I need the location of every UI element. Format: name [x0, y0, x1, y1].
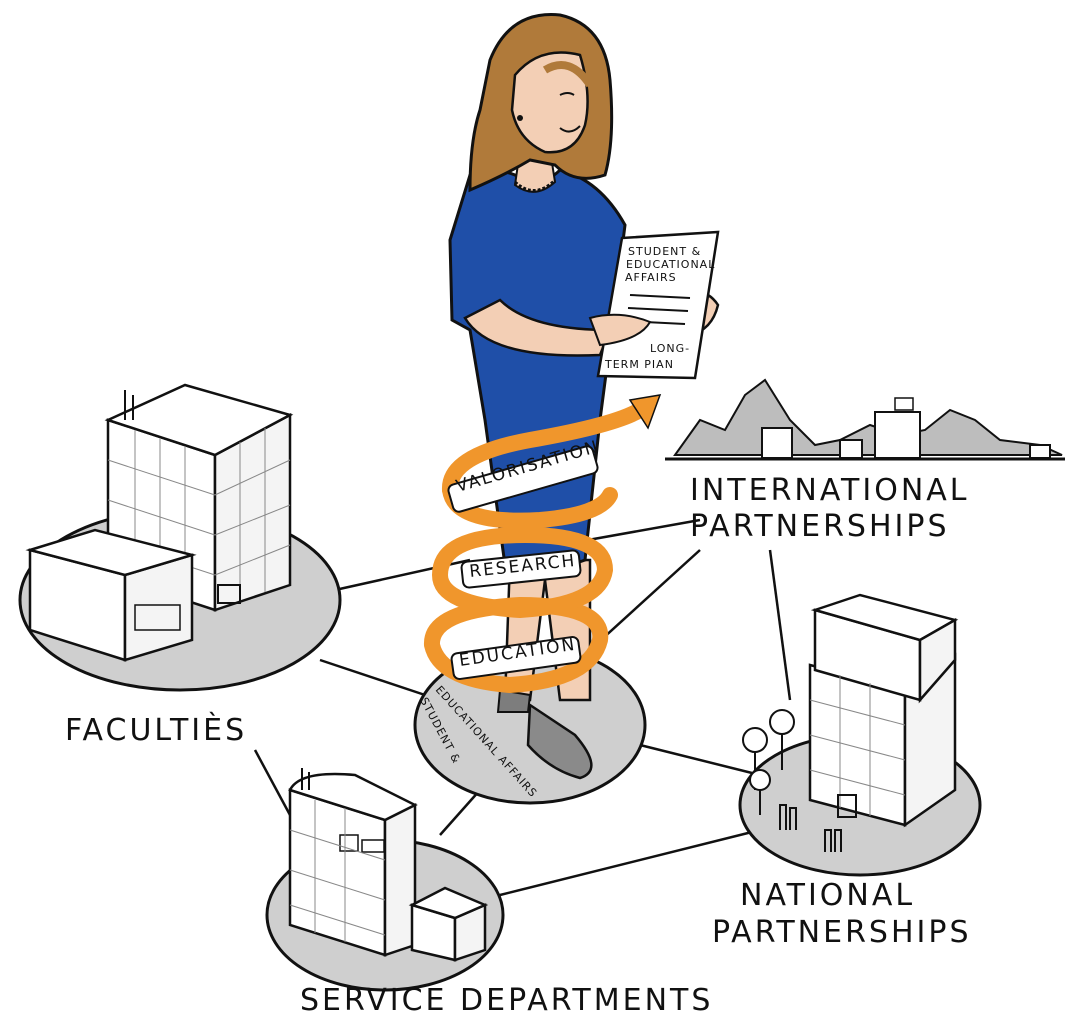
faculties-tower-roof: [104, 383, 294, 457]
line-intl-national: [768, 549, 792, 701]
international-label-line2: PARTNERSHIPS: [690, 509, 950, 544]
document-line3: AFFAIRS: [625, 271, 677, 284]
document-footer1: LONG-: [650, 342, 690, 355]
woman-arm-left: [463, 298, 612, 357]
line-intl-disc: [589, 549, 701, 651]
service-node: SERVICE DEPARTMENTS: [265, 768, 713, 1018]
woman-necklace: [513, 178, 557, 192]
held-document: STUDENT & EDUCATIONAL AFFAIRS LONG- TERM…: [596, 230, 720, 380]
line-faculties-label: [253, 749, 292, 816]
ribbon-loop-top: [442, 402, 648, 498]
service-tower-roof: [288, 772, 418, 822]
international-building-1: [761, 427, 793, 459]
faculties-node: [18, 383, 342, 692]
woman-eye: [559, 92, 575, 96]
service-label: SERVICE DEPARTMENTS: [300, 983, 713, 1018]
ribbon-arrow-head: [628, 394, 662, 430]
international-label-line1: INTERNATIONAL: [690, 473, 970, 508]
national-label-line2: PARTNERSHIPS: [712, 915, 972, 950]
international-building-3: [839, 439, 863, 459]
woman-shoe-right: [526, 702, 593, 780]
international-mountains: [673, 378, 1063, 456]
woman-smile: [559, 125, 581, 133]
faculties-lowblock-roof: [25, 528, 197, 577]
national-label-line1: NATIONAL: [740, 878, 915, 913]
international-building-2: [874, 411, 921, 459]
international-node: INTERNATIONAL PARTNERSHIPS: [665, 378, 1065, 544]
faculties-label: FACULTIÈS: [65, 712, 247, 748]
national-node: NATIONAL PARTNERSHIPS: [712, 593, 982, 950]
woman-earring: [517, 115, 523, 121]
national-trees: [742, 709, 795, 815]
ribbon-loop-bottom: [424, 597, 609, 693]
line-center-service: [439, 789, 481, 836]
connection-lines: [253, 518, 792, 897]
line-service-national: [499, 828, 761, 897]
spiral-ribbon: VALORISATION RESEARCH EDUCATION: [424, 394, 662, 693]
service-tower-side: [383, 802, 417, 957]
line-faculties-disc: [319, 658, 441, 702]
document-footer2: TERM PIAN: [604, 358, 674, 371]
woman-face: [510, 51, 589, 154]
national-people: [779, 804, 842, 852]
line-center-national: [639, 743, 761, 777]
document-line1: STUDENT &: [628, 245, 701, 258]
document-line2: EDUCATIONAL: [626, 258, 715, 271]
international-building-4: [1029, 444, 1051, 459]
ribbon-loop-middle: [432, 527, 613, 618]
woman-shoe-left: [496, 688, 532, 713]
